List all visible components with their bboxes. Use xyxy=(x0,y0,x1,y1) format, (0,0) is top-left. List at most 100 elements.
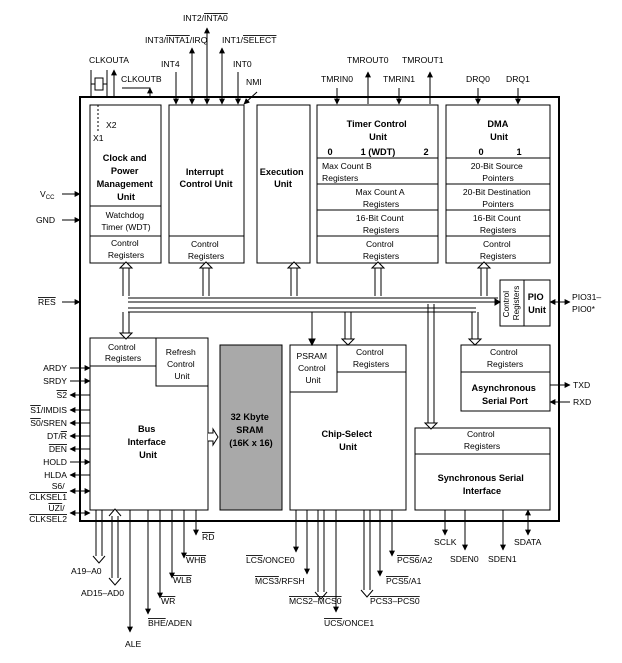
pin-mcs3-rfsh: MCS3/RFSH xyxy=(255,576,305,586)
pin-a19-a0: A19–A0 xyxy=(71,566,102,576)
pin-drq1: DRQ1 xyxy=(506,74,530,84)
bus-arrowheads xyxy=(118,261,501,430)
bus-interface-unit: Control Registers Refresh Control Unit B… xyxy=(89,337,209,511)
pin-ad15-ad0: AD15–AD0 xyxy=(81,588,124,598)
clock-control-registers: Control Registers xyxy=(108,238,144,260)
dma-source-pointers: 20-Bit Source Pointers xyxy=(471,161,525,183)
pin-mcs2-mcs0: MCS2–MCS0 xyxy=(289,596,342,606)
sram-label: 32 Kbyte SRAM (16K x 16) xyxy=(229,412,272,448)
pin-int3: INT3/INTA1/IRQ xyxy=(145,35,208,45)
async-control-registers: Control Registers xyxy=(487,347,523,369)
sync-serial-interface-title: Synchronous Serial Interface xyxy=(438,473,527,496)
right-pins xyxy=(549,299,571,405)
pin-ale: ALE xyxy=(125,639,142,649)
pin-int2: INT2/INTA0 xyxy=(183,13,228,23)
chipselect-control-registers: Control Registers xyxy=(353,347,389,369)
pio-control-registers: Control Registers xyxy=(502,286,521,321)
pin-vcc: VCC xyxy=(40,189,55,201)
pin-txd: TXD xyxy=(573,380,590,390)
bottom-pins xyxy=(92,508,531,633)
pin-x1: X1 xyxy=(93,133,104,143)
pin-x2: X2 xyxy=(106,120,117,130)
async-serial-port: Control Registers Asynchronous Serial Po… xyxy=(460,344,551,412)
pin-sden1: SDEN1 xyxy=(488,554,517,564)
pin-uzi-clksel2: UZI/ CLKSEL2 xyxy=(29,503,67,524)
refresh-control-unit: Refresh Control Unit xyxy=(166,347,198,381)
pin-pcs5-a1: PCS5/A1 xyxy=(386,576,422,586)
pin-s6-clksel1: S6/ CLKSEL1 xyxy=(29,481,67,502)
pin-pcs3-pcs0: PCS3–PCS0 xyxy=(370,596,420,606)
pin-sden0: SDEN0 xyxy=(450,554,479,564)
timer-channel-0: 0 xyxy=(327,147,332,157)
bus-control-registers: Control Registers xyxy=(105,342,141,363)
pin-clkoutb: CLKOUTB xyxy=(121,74,162,84)
dma-control-registers: Control Registers xyxy=(480,239,516,261)
pin-srdy: SRDY xyxy=(43,376,67,386)
pin-wr: WR xyxy=(161,596,175,606)
pin-tmrout1: TMROUT1 xyxy=(402,55,444,65)
sram-block: 32 Kbyte SRAM (16K x 16) xyxy=(219,344,283,511)
clock-power-management-unit: Clock and Power Management Unit Watchdog… xyxy=(89,104,162,264)
timer-channel-1: 1 (WDT) xyxy=(361,147,396,157)
pin-int0: INT0 xyxy=(233,59,252,69)
pin-rxd: RXD xyxy=(573,397,591,407)
pin-sdata: SDATA xyxy=(514,537,542,547)
interrupt-control-registers: Control Registers xyxy=(188,239,224,261)
pin-clkouta: CLKOUTA xyxy=(89,55,129,65)
interrupt-unit-title: Interrupt Control Unit xyxy=(179,167,232,189)
chip-select-unit: PSRAM Control Unit Control Registers Chi… xyxy=(289,344,407,511)
pio-unit: Control Registers PIO Unit xyxy=(499,279,551,327)
pin-int4: INT4 xyxy=(161,59,180,69)
dma-channel-0: 0 xyxy=(478,147,483,157)
pin-s1-imdis: S1/IMDIS xyxy=(30,405,67,415)
chipselect-unit-title: Chip-Select Unit xyxy=(321,429,374,452)
dma-destination-pointers: 20-Bit Destination Pointers xyxy=(463,187,533,209)
watchdog-timer-label: Watchdog Timer (WDT) xyxy=(101,210,150,232)
pin-tmrin0: TMRIN0 xyxy=(321,74,353,84)
pin-ucs-once1: UCS/ONCE1 xyxy=(324,618,374,628)
pin-gnd: GND xyxy=(36,215,55,225)
pin-whb: WHB xyxy=(186,555,206,565)
max-count-a-registers: Max Count A Registers xyxy=(355,187,406,209)
pin-ardy: ARDY xyxy=(43,363,67,373)
pin-int1: INT1/SELECT xyxy=(222,35,277,45)
pin-den: DEN xyxy=(49,444,67,454)
dma-count-registers: 16-Bit Count Registers xyxy=(473,213,523,235)
sync-serial-interface: Control Registers Synchronous Serial Int… xyxy=(414,427,551,511)
pin-res: RES xyxy=(38,297,56,307)
pin-tmrout0: TMROUT0 xyxy=(347,55,389,65)
execution-unit: Execution Unit xyxy=(256,104,311,264)
async-serial-port-title: Asynchronous Serial Port xyxy=(472,383,539,406)
pin-nmi: NMI xyxy=(246,77,262,87)
pin-hlda: HLDA xyxy=(44,470,67,480)
pin-pcs6-a2: PCS6/A2 xyxy=(397,555,433,565)
timer-count-registers: 16-Bit Count Registers xyxy=(356,213,406,235)
left-pins xyxy=(62,191,91,516)
clock-unit-title: Clock and Power Management Unit xyxy=(97,153,156,202)
pin-sclk: SCLK xyxy=(434,537,457,547)
pin-wlb: WLB xyxy=(173,575,192,585)
sync-control-registers: Control Registers xyxy=(464,429,500,451)
max-count-b-registers: Max Count B Registers xyxy=(322,161,374,183)
bus-unit-title: Bus Interface Unit xyxy=(128,424,169,460)
pin-s2: S2 xyxy=(56,390,67,400)
execution-unit-title: Execution Unit xyxy=(260,167,306,189)
internal-bus-lines xyxy=(122,266,500,426)
timer-control-unit: Timer Control Unit 0 1 (WDT) 2 Max Count… xyxy=(316,104,439,264)
pin-pio: PIO31– PIO0* xyxy=(572,292,604,314)
dma-unit: DMA Unit 0 1 20-Bit Source Pointers 20-B… xyxy=(445,104,551,264)
pin-bhe-aden: BHE/ADEN xyxy=(148,618,192,628)
pin-tmrin1: TMRIN1 xyxy=(383,74,415,84)
pin-rd: RD xyxy=(202,532,214,542)
pin-s0-sren: S0/SREN xyxy=(30,418,67,428)
psram-control-unit: PSRAM Control Unit xyxy=(297,351,330,385)
crystal-symbol xyxy=(94,77,104,91)
pin-drq0: DRQ0 xyxy=(466,74,490,84)
pin-hold: HOLD xyxy=(43,457,67,467)
dma-unit-title: DMA Unit xyxy=(487,119,510,142)
timer-control-registers: Control Registers xyxy=(363,239,399,261)
top-pins xyxy=(90,27,521,132)
pio-unit-title: PIO Unit xyxy=(528,292,546,315)
pin-dt-r: DT/R xyxy=(47,431,67,441)
